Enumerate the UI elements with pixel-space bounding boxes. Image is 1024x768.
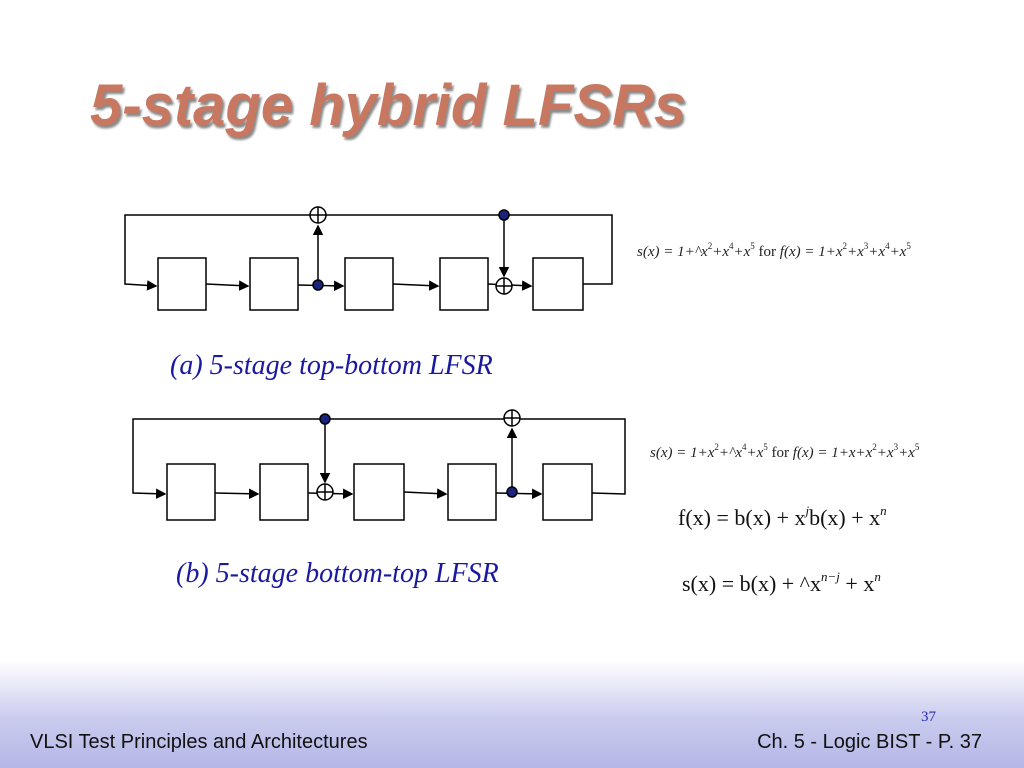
stage-box xyxy=(344,257,394,311)
stage-box xyxy=(439,257,489,311)
stage-box xyxy=(157,257,207,311)
equation-top-bottom: s(x) = 1+^x2+x4+x5 for f(x) = 1+x2+x3+x4… xyxy=(637,241,911,261)
formula-f: f(x) = b(x) + xjb(x) + xn xyxy=(678,503,887,530)
stage-box xyxy=(353,463,405,521)
tap-node xyxy=(312,279,324,291)
stage-box xyxy=(259,463,309,521)
page-number: 37 xyxy=(921,709,936,725)
stage-box xyxy=(249,257,299,311)
caption-bottom-top: (b) 5-stage bottom-top LFSR xyxy=(176,558,499,589)
slide-title: 5-stage hybrid LFSRs xyxy=(90,73,687,138)
tap-node xyxy=(506,486,518,498)
footer-course-title: VLSI Test Principles and Architectures xyxy=(30,731,368,753)
tap-node xyxy=(498,209,510,221)
stage-box xyxy=(542,463,593,521)
footer-bar: 37 VLSI Test Principles and Architecture… xyxy=(0,660,1024,768)
lfsr-bottom-top xyxy=(132,409,626,521)
lfsr-diagrams xyxy=(124,206,626,521)
stage-box xyxy=(166,463,216,521)
lfsr-top-bottom xyxy=(124,206,613,311)
caption-top-bottom: (a) 5-stage top-bottom LFSR xyxy=(170,350,493,381)
formula-s: s(x) = b(x) + ^xn−j + xn xyxy=(682,569,881,596)
stage-box xyxy=(532,257,584,311)
stage-box xyxy=(447,463,497,521)
tap-node xyxy=(319,413,331,425)
footer-chapter: Ch. 5 - Logic BIST - P. 37 xyxy=(757,731,982,753)
equation-bottom-top: s(x) = 1+x2+^x4+x5 for f(x) = 1+x+x2+x3+… xyxy=(650,442,920,462)
